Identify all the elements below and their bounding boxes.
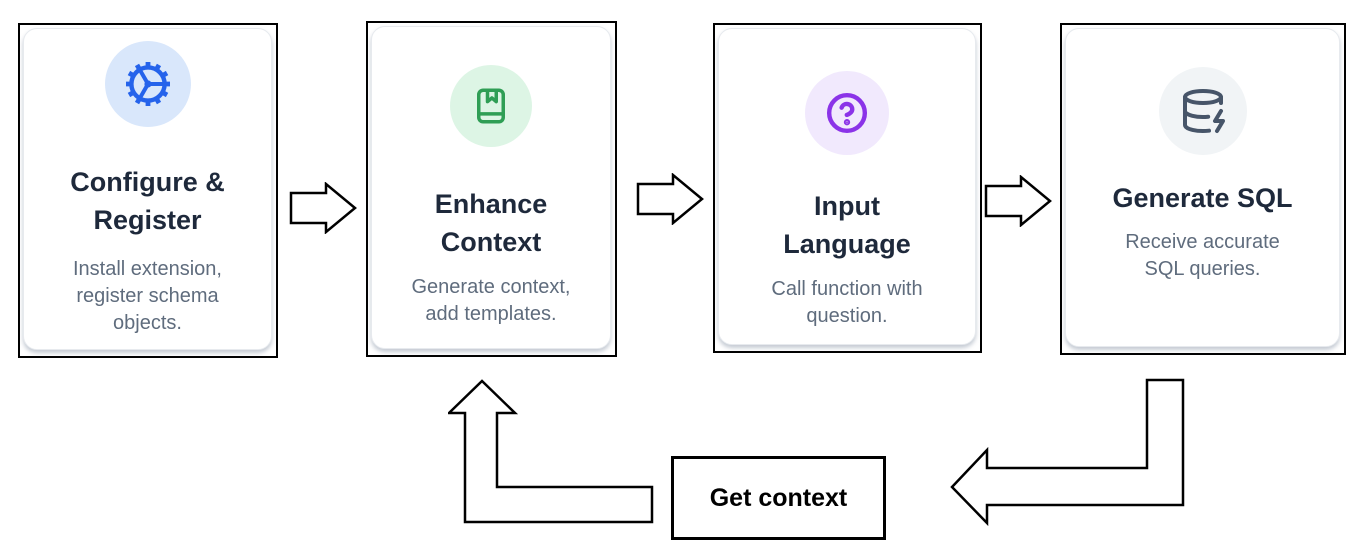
book-marked-icon	[470, 85, 512, 127]
step-description: Call function with question.	[771, 278, 923, 327]
step-icon-circle	[805, 71, 889, 155]
gear-icon	[124, 60, 172, 108]
step-title: Configure & Register	[70, 167, 225, 235]
step-card-generate-sql: Generate SQL Receive accurate SQL querie…	[1060, 23, 1346, 355]
step-icon-circle	[1158, 67, 1247, 155]
card-surface: Input Language Call function with questi…	[718, 28, 976, 345]
card-surface: Configure & Register Install extension, …	[23, 28, 272, 350]
step-icon-circle	[450, 65, 532, 147]
step-description: Generate context, add templates.	[411, 276, 571, 325]
step-title: Generate SQL	[1112, 183, 1293, 213]
step-description: Install extension, register schema objec…	[73, 258, 222, 334]
help-circle-icon	[824, 90, 870, 136]
step-card-input-language: Input Language Call function with questi…	[713, 23, 982, 353]
arrow-right-icon	[289, 182, 357, 234]
step-card-enhance-context: Enhance Context Generate context, add te…	[366, 21, 617, 357]
feedback-arrow-left-icon	[950, 378, 1185, 526]
card-surface: Generate SQL Receive accurate SQL querie…	[1065, 28, 1340, 347]
step-title: Input Language	[783, 191, 911, 259]
step-title: Enhance Context	[434, 189, 548, 257]
arrow-right-icon	[984, 175, 1052, 227]
card-surface: Enhance Context Generate context, add te…	[371, 26, 611, 349]
step-card-configure-register: Configure & Register Install extension, …	[18, 23, 278, 358]
get-context-label: Get context	[709, 483, 848, 512]
arrow-right-icon	[636, 173, 704, 225]
step-description: Receive accurate SQL queries.	[1125, 231, 1280, 280]
step-icon-circle	[104, 41, 191, 127]
database-zap-icon	[1179, 87, 1227, 135]
get-context-box: Get context	[671, 456, 886, 540]
feedback-arrow-up-icon	[448, 379, 654, 524]
